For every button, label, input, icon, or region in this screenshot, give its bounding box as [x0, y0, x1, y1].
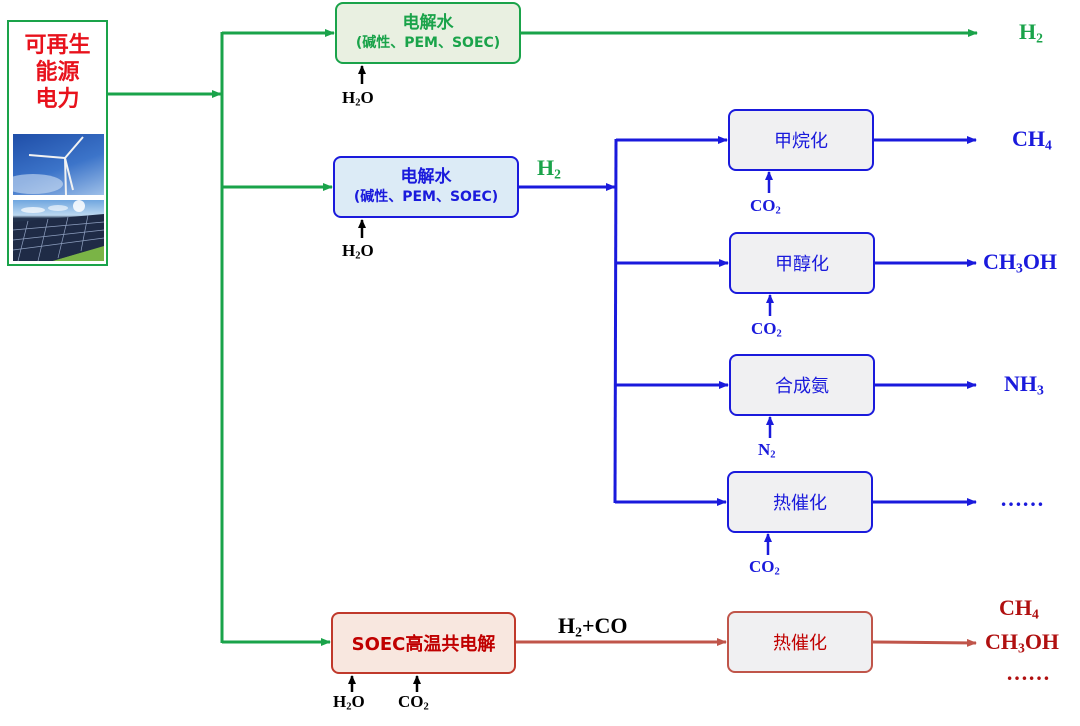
route3-output-arrow — [871, 638, 977, 647]
route2-box-title: 电解水 — [400, 167, 452, 187]
renewable-power-source: 可再生 能源 电力 — [7, 20, 108, 266]
methanol-input: CO2 — [751, 319, 782, 340]
route3-output-more: …… — [1006, 660, 1050, 685]
process-label: 甲醇化 — [775, 254, 829, 275]
process-label: 甲烷化 — [774, 131, 828, 152]
ammonia-output: NH3 — [1004, 371, 1044, 398]
route3-input-h2o: H2O — [333, 692, 365, 713]
route3-output-ch3oh: CH3OH — [985, 629, 1060, 656]
route3-input-co2: CO2 — [398, 692, 429, 713]
route3-output-ch4: CH4 — [999, 595, 1039, 622]
route2-input-h2o: H2O — [342, 241, 374, 262]
route2-electrolysis-box: 电解水 (碱性、PEM、SOEC) — [333, 156, 519, 218]
process-label: 合成氨 — [775, 376, 829, 397]
solar-panels-image — [13, 200, 104, 261]
source-title: 可再生 能源 电力 — [9, 32, 106, 113]
route1-box-subtitle: (碱性、PEM、SOEC) — [355, 35, 501, 51]
route3-soec-coelectrolysis-box: SOEC高温共电解 — [331, 612, 516, 674]
source-title-line: 可再生 — [24, 33, 91, 58]
wind-turbine-image — [13, 134, 104, 195]
process-ammonia: 合成氨 — [729, 354, 875, 416]
methanation-output: CH4 — [1012, 126, 1052, 153]
route3-intermediate-syngas: H2+CO — [558, 613, 628, 640]
process-thermocatalysis: 热催化 — [727, 471, 873, 533]
route2-intermediate-h2: H2 — [537, 155, 561, 182]
ammonia-input: N2 — [758, 440, 776, 461]
route3-box-title: SOEC高温共电解 — [351, 634, 496, 655]
process-label: 热催化 — [773, 633, 827, 654]
methanation-input: CO2 — [750, 196, 781, 217]
route3-process-thermocatalysis: 热催化 — [727, 611, 873, 673]
route1-electrolysis-box: 电解水 (碱性、PEM、SOEC) — [335, 2, 521, 64]
blue-bus — [613, 138, 618, 504]
route1-output-h2: H2 — [1019, 19, 1043, 46]
process-label: 热催化 — [773, 493, 827, 514]
thermocatalysis-output: …… — [1000, 486, 1044, 511]
route2-box-subtitle: (碱性、PEM、SOEC) — [353, 189, 499, 205]
thermocatalysis-input: CO2 — [749, 557, 780, 578]
source-title-line: 电力 — [35, 87, 80, 112]
process-methanol: 甲醇化 — [729, 232, 875, 294]
route1-box-title: 电解水 — [402, 13, 454, 33]
methanol-output: CH3OH — [983, 249, 1058, 276]
process-methanation: 甲烷化 — [728, 109, 874, 171]
source-title-line: 能源 — [35, 60, 80, 85]
route1-input-h2o: H2O — [342, 88, 374, 109]
